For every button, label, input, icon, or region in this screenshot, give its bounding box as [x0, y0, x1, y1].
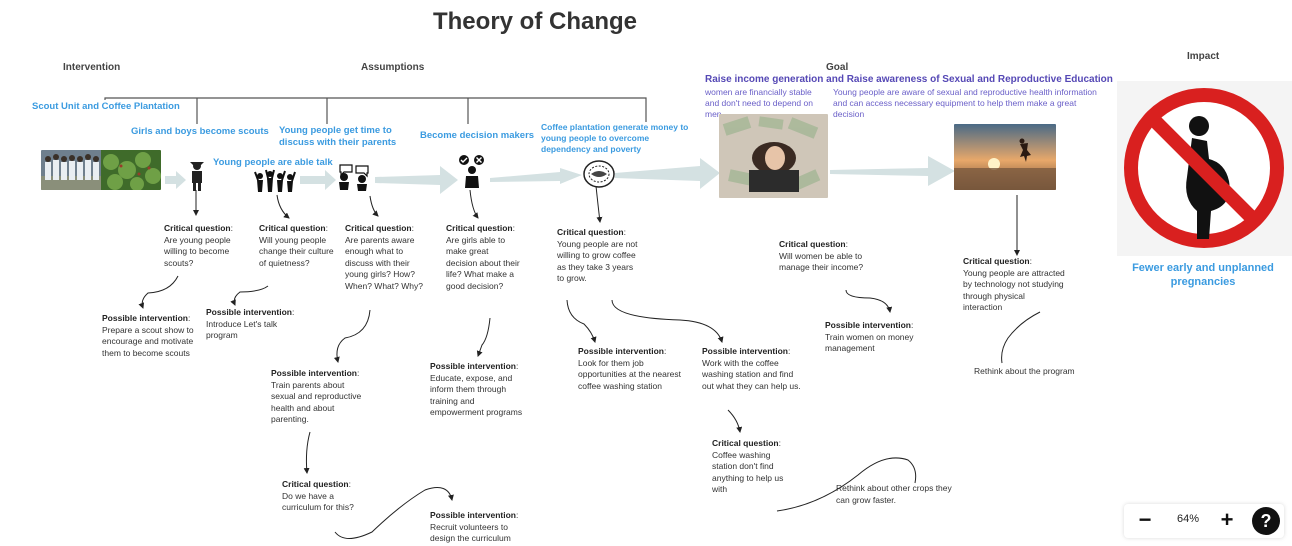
- possible-text: Prepare a scout show to encourage and mo…: [102, 324, 194, 358]
- critical-label: Critical question: [164, 223, 231, 233]
- no-pregnancy-sign: [1117, 81, 1292, 256]
- critical-question-4: Critical question: Are girls able to mak…: [446, 223, 520, 291]
- critical-label: Critical question: [259, 223, 326, 233]
- critical-label: Critical question: [779, 239, 846, 249]
- critical-text: Young people are not willing to grow cof…: [557, 238, 638, 284]
- possible-intervention-3: Possible intervention: Train parents abo…: [271, 368, 362, 425]
- coffee-seal-icon: [583, 160, 615, 188]
- column-assumptions: Assumptions: [361, 62, 425, 73]
- critical-question-3: Critical question: Are parents aware eno…: [345, 223, 423, 291]
- rethink-crops-note: Rethink about other crops they can grow …: [836, 483, 952, 505]
- critical-text: Coffee washing station don't find anythi…: [712, 449, 784, 495]
- zoom-toolbar: − 64% + ?: [1124, 504, 1284, 538]
- sunset-photo: [954, 124, 1056, 190]
- possible-intervention-7: Possible intervention: Train women on mo…: [825, 320, 914, 354]
- rethink-program-note: Rethink about the program: [974, 366, 1075, 376]
- column-intervention: Intervention: [63, 62, 121, 73]
- help-icon[interactable]: ?: [1252, 507, 1280, 535]
- possible-text: Look for them job opportunities at the n…: [578, 357, 682, 391]
- goal-right-text: Young people are aware of sexual and rep…: [833, 87, 1097, 119]
- critical-text: Are young people willing to become scout…: [164, 234, 231, 268]
- critical-label: Critical question: [345, 223, 412, 233]
- possible-text: Recruit volunteers to design the curricu…: [430, 521, 511, 544]
- conversation-icon: [339, 164, 369, 191]
- possible-label: Possible intervention: [702, 346, 788, 356]
- step-able-talk: Young people are able talk: [213, 157, 333, 168]
- critical-label: Critical question: [712, 438, 779, 448]
- critical-label: Critical question: [557, 227, 624, 237]
- critical-question-9: Critical question: Coffee washing statio…: [712, 438, 784, 495]
- impact-text: Fewer early and unplanned pregnancies: [1132, 262, 1274, 288]
- celebrating-group-icon: [254, 169, 296, 192]
- possible-intervention-4: Possible intervention: Educate, expose, …: [430, 361, 523, 418]
- critical-text: Do we have a curriculum for this?: [282, 490, 354, 513]
- step-become-scouts: Girls and boys become scouts: [131, 126, 269, 137]
- critical-question-1: Critical question: Are young people will…: [164, 223, 233, 268]
- possible-label: Possible intervention: [102, 313, 188, 323]
- main-flow-arrows: [165, 156, 955, 194]
- money-photo: [719, 114, 828, 198]
- possible-intervention-6: Possible intervention: Work with the cof…: [702, 346, 801, 391]
- page-title: Theory of Change: [432, 8, 637, 35]
- critical-question-8: Critical question: Do we have a curricul…: [282, 479, 354, 513]
- critical-text: Will women be able to manage their incom…: [779, 250, 864, 273]
- question-arrows: [193, 185, 1020, 256]
- zoom-out-button[interactable]: −: [1138, 507, 1152, 532]
- assumption-bracket: [104, 97, 647, 124]
- loose-curves: [334, 311, 1041, 539]
- possible-label: Possible intervention: [206, 307, 292, 317]
- step-discuss-parents: Young people get time to discuss with th…: [279, 125, 397, 148]
- possible-text: Train parents about sexual and reproduct…: [271, 379, 362, 425]
- possible-intervention-5: Possible intervention: Look for them job…: [578, 346, 682, 391]
- critical-question-5: Critical question: Young people are not …: [557, 227, 638, 284]
- step-scout-unit: Scout Unit and Coffee Plantation: [32, 101, 180, 112]
- step-coffee-money: Coffee plantation generate money to youn…: [541, 122, 689, 154]
- possible-intervention-2: Possible intervention: Introduce Let's t…: [206, 307, 295, 341]
- possible-text: Educate, expose, and inform them through…: [430, 372, 523, 418]
- decision-maker-icon: [459, 155, 484, 188]
- critical-question-2: Critical question: Will young people cha…: [259, 223, 334, 268]
- possible-intervention-1: Possible intervention: Prepare a scout s…: [102, 313, 194, 358]
- step-decision-makers: Become decision makers: [420, 130, 535, 141]
- intervention-curves: [138, 275, 893, 474]
- critical-question-7: Critical question: Young people are attr…: [963, 256, 1065, 313]
- possible-text: Introduce Let's talk program: [206, 318, 278, 341]
- critical-question-6: Critical question: Will women be able to…: [779, 239, 864, 273]
- critical-text: Will young people change their culture o…: [259, 234, 334, 268]
- possible-label: Possible intervention: [578, 346, 664, 356]
- goal-heading: Raise income generation and Raise awaren…: [705, 74, 1113, 85]
- possible-label: Possible intervention: [430, 510, 516, 520]
- possible-intervention-8: Possible intervention: Recruit volunteer…: [430, 510, 519, 544]
- possible-text: Work with the coffee washing station and…: [702, 357, 801, 391]
- critical-text: Are parents aware enough what to discuss…: [345, 234, 423, 291]
- possible-label: Possible intervention: [825, 320, 911, 330]
- critical-text: Are girls able to make great decision ab…: [446, 234, 520, 291]
- critical-text: Young people are attracted by technology…: [963, 267, 1065, 313]
- goal-left-text: women are financially stable and don't n…: [705, 87, 813, 119]
- scout-icon: [190, 162, 204, 191]
- column-goal: Goal: [826, 62, 849, 73]
- critical-label: Critical question: [282, 479, 349, 489]
- zoom-in-button[interactable]: +: [1220, 507, 1234, 532]
- critical-label: Critical question: [446, 223, 513, 233]
- possible-label: Possible intervention: [271, 368, 357, 378]
- scouts-coffee-photo: [41, 150, 161, 190]
- possible-label: Possible intervention: [430, 361, 516, 371]
- possible-text: Train women on money management: [825, 331, 914, 354]
- zoom-level: 64%: [1176, 513, 1200, 525]
- critical-label: Critical question: [963, 256, 1030, 266]
- column-impact: Impact: [1187, 51, 1220, 62]
